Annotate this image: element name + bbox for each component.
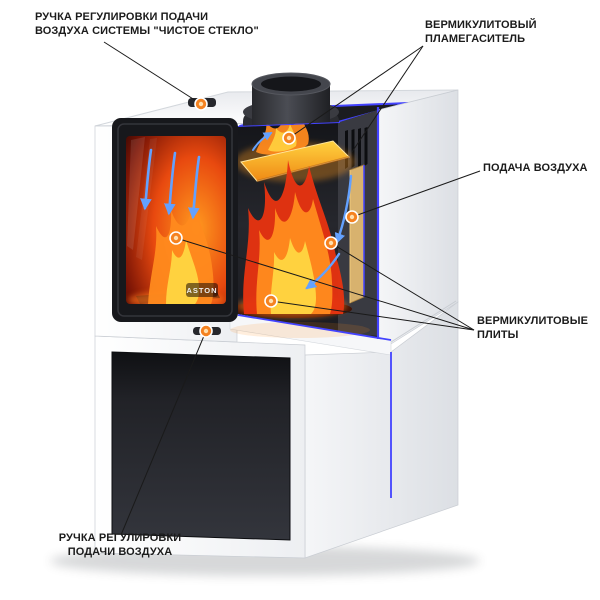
callout-dot-plate-side	[324, 236, 338, 250]
brand-logo: ASTON	[186, 286, 217, 295]
label-clean-glass-handle: РУЧКА РЕГУЛИРОВКИ ПОДАЧИ ВОЗДУХА СИСТЕМЫ…	[35, 10, 259, 38]
label-line: РУЧКА РЕГУЛИРОВКИ ПОДАЧИ	[35, 11, 209, 23]
callout-dot-flame-arrester	[282, 131, 296, 145]
side-vermiculite-plate	[349, 164, 365, 304]
flame-arrester-baffle	[240, 140, 350, 182]
label-flame-arrester: ВЕРМИКУЛИТОВЫЙ ПЛАМЕГАСИТЕЛЬ	[425, 18, 537, 46]
label-line: РУЧКА РЕГУЛИРОВКИ	[58, 532, 182, 544]
label-air-supply: ПОДАЧА ВОЗДУХА	[483, 161, 588, 175]
label-line: ПОДАЧА ВОЗДУХА	[483, 162, 588, 174]
callout-dot-plate-bottom	[264, 294, 278, 308]
label-line: ПЛИТЫ	[477, 329, 519, 341]
brand-plate	[186, 283, 218, 297]
callout-dot-air-supply	[345, 210, 359, 224]
label-vermiculite-plates: ВЕРМИКУЛИТОВЫЕ ПЛИТЫ	[477, 314, 588, 342]
firebox-glass: ASTON	[126, 136, 226, 304]
stand-niche-opening	[111, 351, 291, 541]
label-line: ВЕРМИКУЛИТОВЫЙ	[425, 19, 537, 31]
label-line: ВЕРМИКУЛИТОВЫЕ	[477, 315, 589, 327]
label-line: ВОЗДУХА СИСТЕМЫ "ЧИСТОЕ СТЕКЛО"	[35, 25, 259, 37]
cutaway-chamber	[237, 110, 378, 339]
label-line: ПЛАМЕГАСИТЕЛЬ	[425, 33, 526, 45]
callout-lines	[103, 41, 481, 536]
chamber-air-arrows	[252, 132, 353, 290]
callout-dot-air-handle	[199, 324, 213, 338]
label-line: ПОДАЧИ ВОЗДУХА	[67, 546, 173, 558]
hearth-slab	[229, 107, 392, 498]
callout-dot-clean-glass-handle	[194, 97, 208, 111]
firebox-door: ASTON	[112, 98, 238, 335]
callout-dots	[169, 97, 359, 338]
label-air-handle: РУЧКА РЕГУЛИРОВКИ ПОДАЧИ ВОЗДУХА	[50, 531, 190, 559]
callout-dot-plate-back	[169, 231, 183, 245]
glass-airwash-arrows	[140, 148, 201, 220]
